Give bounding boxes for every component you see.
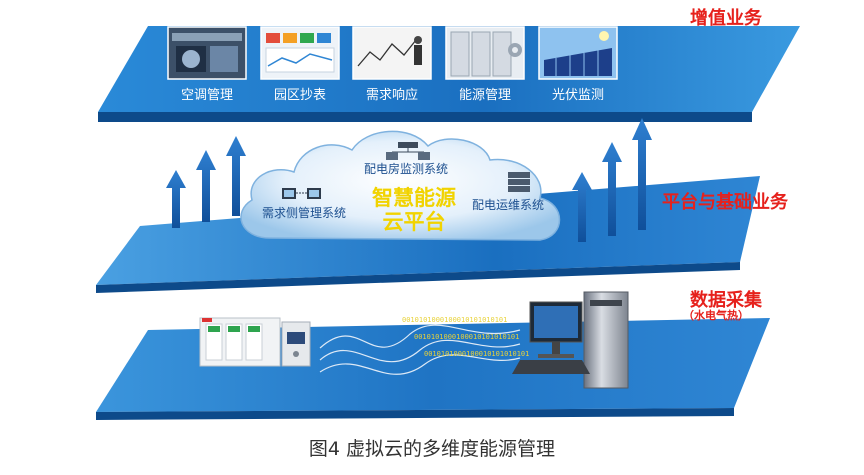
dashboard-photo-icon [260, 26, 340, 80]
value-added-services-title: 增值业务 [690, 8, 762, 29]
platform-services-title: 平台与基础业务 [662, 192, 788, 213]
smart-energy-cloud [240, 130, 561, 241]
data-collection-title: 数据采集 [690, 290, 762, 311]
cloud-platform-title-line1: 智慧能源 [372, 186, 456, 210]
hvac-photo-icon [167, 26, 247, 80]
upward-arrows-left [166, 136, 246, 228]
service-label-meter-reading: 园区抄表 [273, 88, 326, 103]
service-label-energy-management: 能源管理 [458, 88, 511, 103]
figure-caption: 图4 虚拟云的多维度能源管理 [308, 438, 556, 460]
binary-stream-row1: 0010101000100010101010101 [402, 316, 508, 324]
server-rack-icon [508, 172, 530, 192]
cloud-platform-title-line2: 云平台 [382, 210, 446, 234]
upward-arrows-right [572, 118, 652, 242]
demand-side-management-label: 需求侧管理系统 [262, 206, 347, 220]
solar-panel-photo-icon [538, 26, 618, 80]
gateway-device-icon [281, 321, 311, 367]
network-servers-icon [386, 142, 430, 160]
distribution-operations-label: 配电运维系统 [472, 198, 545, 212]
service-label-pv-monitoring: 光伏监测 [551, 88, 604, 103]
computer-workstation-icon [512, 291, 629, 389]
data-collection-subtitle: （水电气热） [683, 309, 749, 322]
demand-response-photo-icon [352, 26, 432, 80]
service-label-demand-response: 需求响应 [365, 88, 418, 103]
substation-monitoring-label: 配电房监测系统 [364, 162, 449, 176]
energy-meter-cabinet-icon [199, 317, 281, 367]
service-tiles [167, 26, 618, 80]
data-signal-waves [319, 324, 521, 375]
binary-stream-row2: 0010101000100010101010101 [414, 333, 520, 341]
energy-cabinet-photo-icon [445, 26, 525, 80]
service-label-hvac: 空调管理 [180, 88, 233, 103]
workstation-pair-icon [282, 188, 321, 199]
binary-stream-row3: 0010101000100010101010101 [424, 350, 530, 358]
